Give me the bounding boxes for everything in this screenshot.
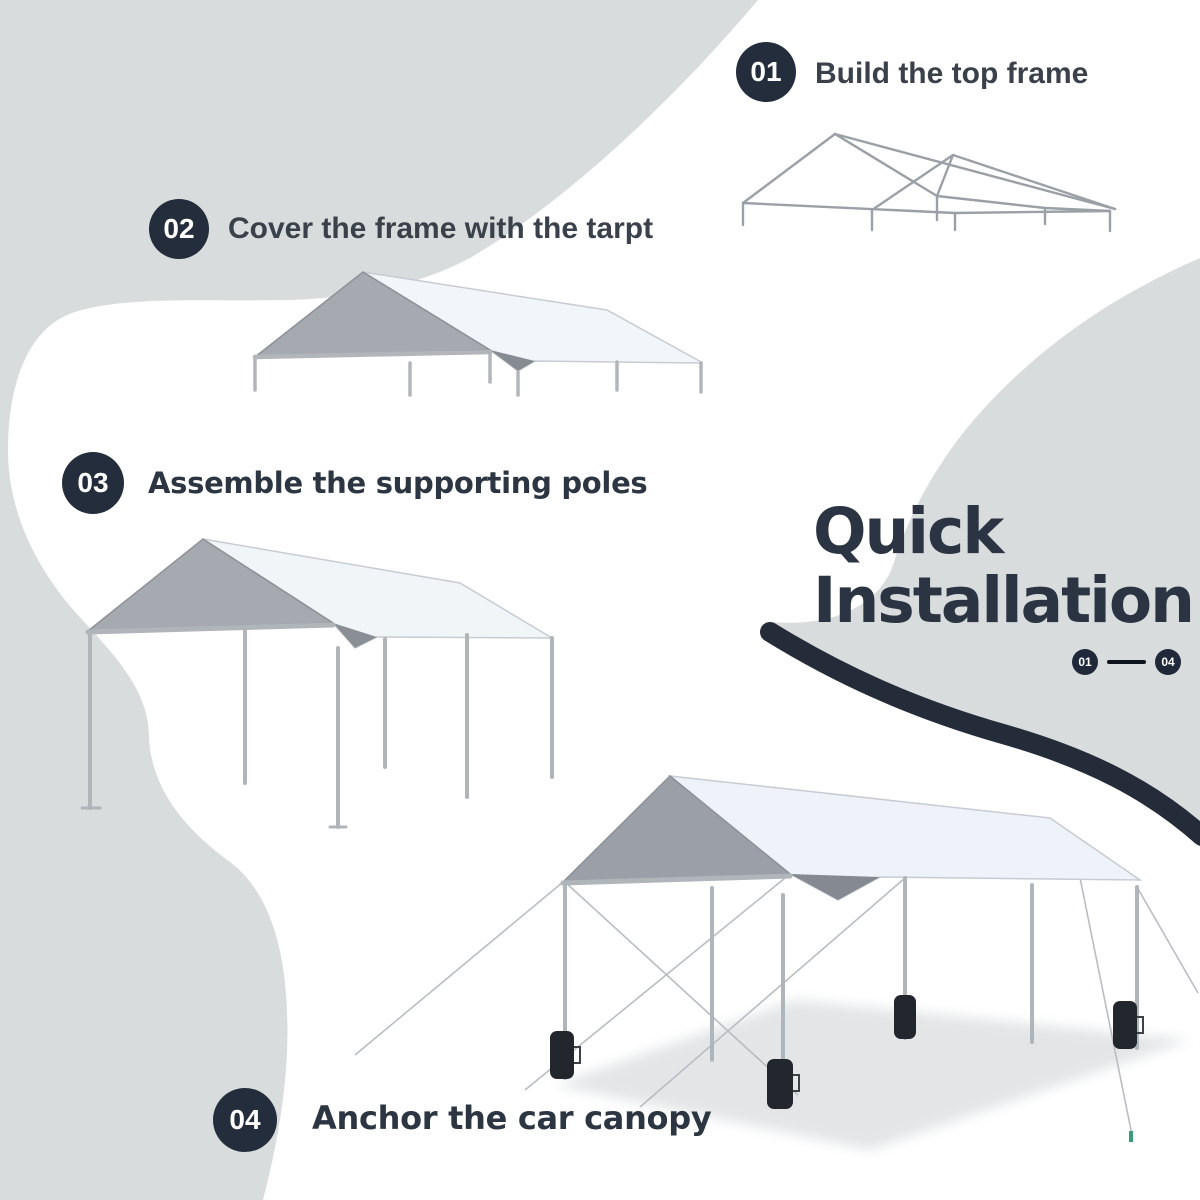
rear-gable-rafter: [951, 153, 1117, 211]
anchor-bag: [550, 1031, 574, 1079]
range-start-badge: 01: [1072, 649, 1098, 675]
step-range: 01 04: [1072, 649, 1181, 675]
range-line: [1107, 660, 1146, 664]
step1-top-frame-illustration: [741, 132, 1117, 233]
step3-poles-illustration: [80, 538, 555, 829]
eave-bar: [252, 349, 493, 360]
anchor-bag: [1113, 1001, 1137, 1049]
step3-label: Assemble the supporting poles: [148, 466, 648, 500]
valley-shadow: [790, 874, 880, 900]
range-start: 01: [1078, 655, 1092, 669]
step3-number-badge: 03: [62, 452, 124, 514]
gray-blob-left: [0, 0, 758, 1200]
valley-shadow: [490, 350, 535, 371]
mid-rafter: [870, 153, 955, 212]
step1-label: Build the top frame: [815, 57, 1089, 90]
guy-rope: [354, 881, 564, 1056]
title-line-2: Installation: [813, 564, 1195, 637]
title-line-1: Quick: [813, 495, 1004, 568]
step4-label: Anchor the car canopy: [312, 1099, 712, 1137]
range-end-badge: 04: [1155, 649, 1181, 675]
valley-shadow: [333, 623, 377, 648]
eave-bar: [560, 873, 793, 886]
bag-handle: [793, 1074, 800, 1092]
eave-bar: [85, 622, 336, 635]
step2-label: Cover the frame with the tarpt: [228, 212, 654, 245]
step4-number-badge: 04: [213, 1088, 277, 1152]
front-gable-frame: [741, 132, 939, 205]
ground-stake: [1129, 1131, 1133, 1142]
range-end: 04: [1161, 655, 1175, 669]
gable-connector: [935, 153, 955, 198]
step4-number: 04: [229, 1104, 261, 1135]
step2-tarp-illustration: [252, 271, 704, 397]
guy-rope: [1136, 886, 1199, 994]
ridge-long-rafter: [833, 132, 1117, 211]
bag-handle: [1137, 1016, 1144, 1034]
step2-number-badge: 02: [149, 199, 209, 259]
bag-handle: [574, 1046, 581, 1064]
anchor-bag: [894, 995, 916, 1039]
guy-rope: [1074, 852, 1133, 1136]
page-title: Quick Installation: [813, 495, 1195, 637]
step3-number: 03: [77, 467, 109, 498]
step2-number: 02: [163, 213, 195, 244]
dark-swoosh: [760, 622, 1200, 846]
step4-anchored-canopy-illustration: [354, 774, 1199, 1150]
step1-number: 01: [750, 56, 782, 87]
anchor-bag: [767, 1059, 793, 1109]
step1-number-badge: 01: [736, 42, 796, 102]
guy-rope: [639, 877, 906, 1108]
